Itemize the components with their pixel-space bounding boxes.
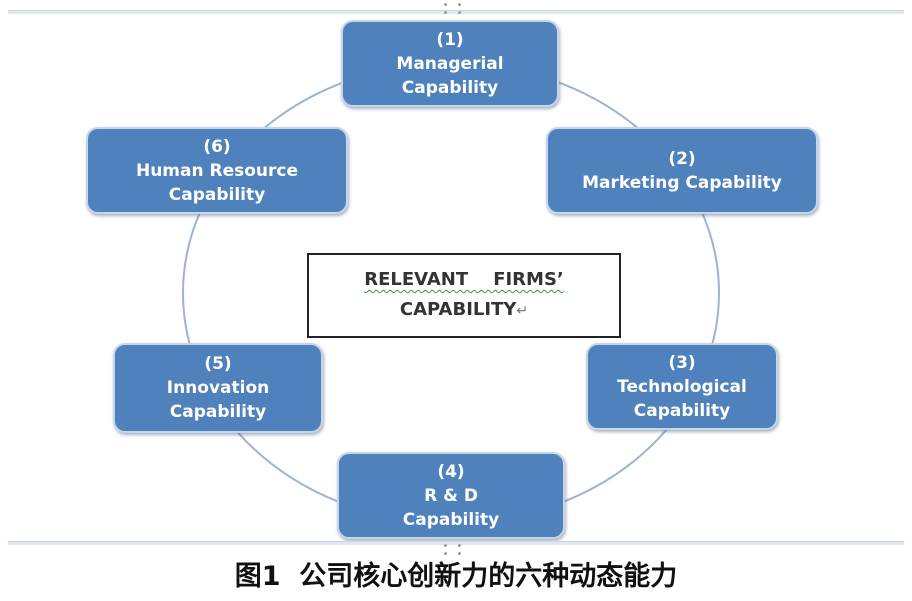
node-label-line: Marketing Capability — [582, 172, 782, 193]
node-number: (2) — [668, 148, 696, 169]
node-number: (1) — [436, 29, 464, 50]
node-label-line: Capability — [169, 402, 267, 422]
node-label-line: Capability — [168, 184, 266, 205]
node-label-line: Managerial — [396, 53, 504, 74]
node-label-line: Capability — [402, 509, 500, 530]
node-label-line: R & D — [424, 485, 478, 506]
center-concept-box: RELEVANT FIRMS’ CAPABILITY↵ — [307, 253, 621, 338]
node-technological-capability: (3) Technological Capability — [586, 343, 778, 430]
node-managerial-capability: (1) Managerial Capability — [341, 20, 559, 107]
page-top-border — [8, 10, 904, 14]
node-number: (3) — [668, 352, 696, 373]
node-marketing-capability: (2) Marketing Capability — [546, 127, 818, 214]
node-human-resource-capability: (6) Human Resource Capability — [86, 127, 348, 214]
top-resize-handle[interactable]: • • • • — [442, 0, 464, 19]
node-innovation-capability: (5) Innovation Capability — [113, 343, 323, 433]
node-label-line: Technological — [617, 376, 747, 397]
node-number: (4) — [437, 461, 465, 482]
figure-caption: 图1 公司核心创新力的六种动态能力 — [234, 561, 678, 592]
paragraph-return-mark: ↵ — [516, 303, 529, 319]
center-title-line1: RELEVANT FIRMS’ — [364, 269, 564, 290]
node-rd-capability: (4) R & D Capability — [337, 452, 565, 539]
node-label-line: Capability — [401, 77, 499, 98]
node-label-line: Innovation — [166, 378, 270, 398]
center-title-line2: CAPABILITY — [399, 299, 517, 320]
page-bottom-border — [8, 541, 904, 545]
node-number: (6) — [203, 136, 231, 157]
node-label-line: Human Resource — [135, 160, 299, 181]
bottom-resize-handle[interactable]: • • • • — [442, 541, 464, 560]
node-label-line: Capability — [633, 400, 731, 421]
center-title-line2-wrap: CAPABILITY↵ — [400, 295, 528, 326]
node-number: (5) — [204, 354, 232, 374]
